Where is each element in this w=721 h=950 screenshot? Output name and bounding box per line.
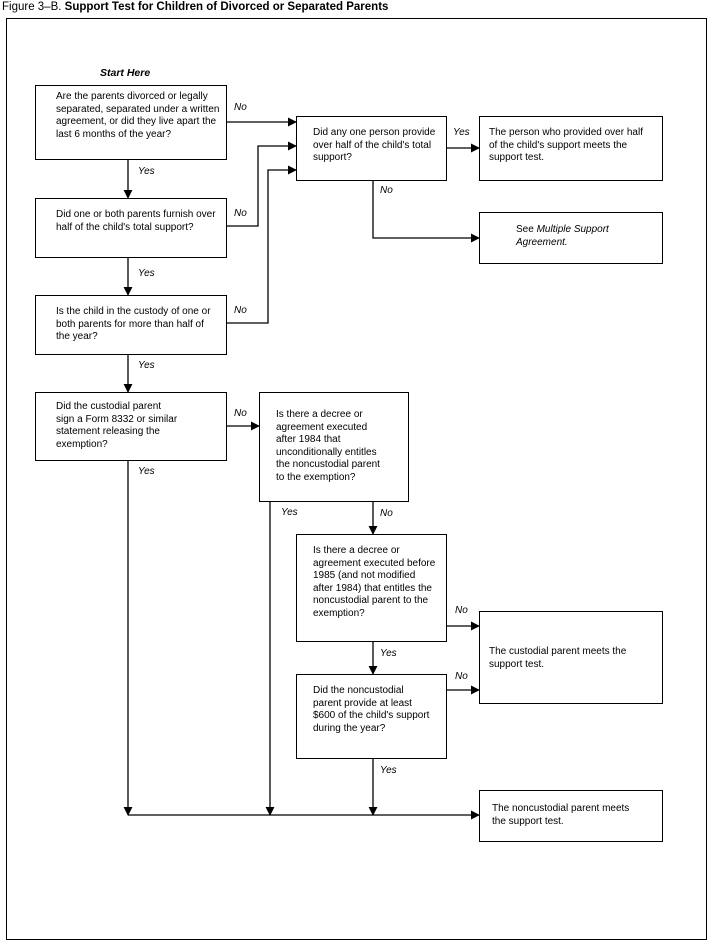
node-q-one-person-text: Did any one person provide over half of … (313, 127, 436, 163)
edge-furnish-no (226, 141, 297, 227)
node-q-decree-after-1984-text: Is there a decree or agreement executed … (276, 409, 380, 483)
node-q-one-person: Did any one person provide over half of … (296, 116, 447, 181)
label-decree-after-no: No (380, 508, 393, 519)
label-furnish-no: No (234, 208, 247, 219)
node-q-parents-furnish: Did one or both parents furnish over hal… (35, 198, 227, 258)
label-furnish-yes: Yes (138, 268, 155, 279)
figure-label: Figure 3–B. (2, 1, 62, 13)
edge-one-person-no (372, 180, 480, 243)
node-r-see-msa-prefix: See (516, 224, 537, 235)
node-r-custodial-meets: The custodial parent meets the support t… (479, 611, 663, 704)
label-decree-before-no: No (455, 605, 468, 616)
node-q-decree-before-1985: Is there a decree or agreement executed … (296, 534, 447, 642)
label-form8332-no: No (234, 408, 247, 419)
node-q-custody: Is the child in the custody of one or bo… (35, 295, 227, 355)
node-q-parents-furnish-text: Did one or both parents furnish over hal… (56, 209, 216, 233)
node-q-noncustodial-600-text: Did the noncustodial parent provide at l… (313, 685, 430, 734)
label-noncustodial-600-no: No (455, 671, 468, 682)
edge-custody-no (226, 165, 297, 324)
node-r-see-msa-italic: Multiple Support Agreement. (516, 224, 609, 248)
node-r-person-meets-text: The person who provided over half of the… (489, 127, 643, 163)
node-q-divorced-text: Are the parents divorced or legally sepa… (56, 91, 220, 140)
figure-title: Support Test for Children of Divorced or… (64, 1, 389, 13)
label-form8332-yes: Yes (138, 466, 155, 477)
node-q-decree-before-1985-text: Is there a decree or agreement executed … (313, 545, 436, 619)
node-r-see-msa: See Multiple Support Agreement. (479, 212, 663, 264)
node-r-see-msa-text: See Multiple Support Agreement. (516, 224, 640, 249)
node-q-form8332-text: Did the custodial parent sign a Form 833… (56, 401, 178, 450)
node-r-noncustodial-meets-text: The noncustodial parent meets the suppor… (492, 803, 630, 827)
node-q-decree-after-1984: Is there a decree or agreement executed … (259, 392, 409, 502)
label-divorced-no: No (234, 102, 247, 113)
start-here-label: Start Here (100, 67, 151, 79)
label-custody-yes: Yes (138, 360, 155, 371)
label-decree-before-yes: Yes (380, 648, 397, 659)
node-r-custodial-meets-text: The custodial parent meets the support t… (489, 646, 627, 670)
node-q-custody-text: Is the child in the custody of one or bo… (56, 306, 211, 342)
node-q-noncustodial-600: Did the noncustodial parent provide at l… (296, 674, 447, 759)
label-noncustodial-600-yes: Yes (380, 765, 397, 776)
figure-caption: Figure 3–B. Support Test for Children of… (2, 0, 388, 14)
figure-frame (6, 18, 707, 940)
label-custody-no: No (234, 305, 247, 316)
label-decree-after-yes: Yes (281, 507, 298, 518)
node-q-form8332: Did the custodial parent sign a Form 833… (35, 392, 227, 461)
node-r-noncustodial-meets: The noncustodial parent meets the suppor… (479, 790, 663, 842)
label-one-person-no: No (380, 185, 393, 196)
node-r-person-meets: The person who provided over half of the… (479, 116, 663, 181)
node-q-divorced: Are the parents divorced or legally sepa… (35, 85, 227, 160)
label-one-person-yes: Yes (453, 127, 470, 138)
label-divorced-yes: Yes (138, 166, 155, 177)
